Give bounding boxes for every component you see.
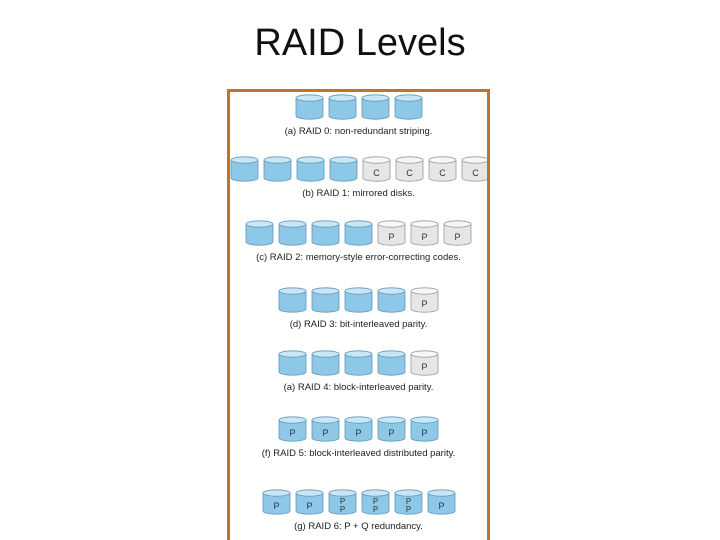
data-disk-icon bbox=[311, 220, 340, 246]
svg-text:P: P bbox=[388, 232, 394, 242]
svg-text:P: P bbox=[372, 497, 377, 506]
data-disk-icon: P bbox=[410, 416, 439, 442]
data-disk-icon: P bbox=[262, 489, 291, 515]
svg-text:C: C bbox=[439, 168, 446, 178]
raid-levels-figure: (a) RAID 0: non-redundant striping. C C bbox=[227, 89, 490, 540]
svg-text:P: P bbox=[322, 428, 328, 438]
data-disk-icon bbox=[311, 350, 340, 376]
check-disk-icon: C bbox=[461, 156, 487, 182]
svg-text:P: P bbox=[339, 497, 344, 506]
data-disk-icon: P bbox=[427, 489, 456, 515]
data-disk-icon bbox=[328, 94, 357, 120]
svg-text:P: P bbox=[421, 362, 427, 372]
svg-text:P: P bbox=[355, 428, 361, 438]
svg-text:P: P bbox=[339, 505, 344, 514]
data-disk-icon bbox=[278, 350, 307, 376]
data-disk-icon: P bbox=[377, 416, 406, 442]
data-disk-icon bbox=[295, 94, 324, 120]
data-disk-icon bbox=[344, 350, 373, 376]
svg-text:P: P bbox=[372, 505, 377, 514]
svg-text:C: C bbox=[472, 168, 479, 178]
svg-text:P: P bbox=[421, 299, 427, 309]
svg-text:P: P bbox=[405, 505, 410, 514]
svg-text:P: P bbox=[306, 501, 312, 511]
data-disk-icon bbox=[230, 156, 259, 182]
check-disk-icon: C bbox=[395, 156, 424, 182]
data-disk-icon bbox=[278, 287, 307, 313]
raid-caption: (f) RAID 5: block-interleaved distribute… bbox=[261, 448, 456, 459]
svg-text:C: C bbox=[406, 168, 413, 178]
disk-array: P bbox=[278, 350, 439, 380]
check-disk-icon: P bbox=[377, 220, 406, 246]
svg-text:P: P bbox=[388, 428, 394, 438]
disk-array bbox=[295, 94, 423, 124]
check-disk-icon: C bbox=[428, 156, 457, 182]
svg-text:C: C bbox=[373, 168, 380, 178]
data-disk-icon bbox=[311, 287, 340, 313]
data-disk-icon: P bbox=[344, 416, 373, 442]
check-disk-icon: P bbox=[410, 350, 439, 376]
check-disk-icon: P bbox=[410, 287, 439, 313]
disk-array: P P P P P bbox=[278, 416, 439, 446]
svg-text:P: P bbox=[289, 428, 295, 438]
data-disk-icon bbox=[296, 156, 325, 182]
check-disk-icon: C bbox=[362, 156, 391, 182]
svg-text:P: P bbox=[421, 232, 427, 242]
svg-text:P: P bbox=[438, 501, 444, 511]
raid-caption: (d) RAID 3: bit-interleaved parity. bbox=[289, 319, 428, 330]
data-disk-icon bbox=[377, 350, 406, 376]
svg-text:P: P bbox=[421, 428, 427, 438]
disk-array: P bbox=[278, 287, 439, 317]
data-disk-icon: P bbox=[311, 416, 340, 442]
data-disk-icon bbox=[344, 220, 373, 246]
raid-caption: (b) RAID 1: mirrored disks. bbox=[302, 188, 415, 199]
data-disk-icon bbox=[329, 156, 358, 182]
svg-text:P: P bbox=[405, 497, 410, 506]
data-disk-icon bbox=[263, 156, 292, 182]
data-disk-icon bbox=[278, 220, 307, 246]
raid-caption: (a) RAID 4: block-interleaved parity. bbox=[283, 382, 434, 393]
disk-array: P P P bbox=[245, 220, 472, 250]
data-disk-icon bbox=[361, 94, 390, 120]
data-disk-icon bbox=[377, 287, 406, 313]
check-disk-icon: P bbox=[443, 220, 472, 246]
data-disk-icon: P bbox=[278, 416, 307, 442]
data-disk-icon: P bbox=[295, 489, 324, 515]
raid-caption: (g) RAID 6: P + Q redundancy. bbox=[294, 521, 423, 532]
slide-title: RAID Levels bbox=[254, 22, 466, 64]
disk-array: C C C C bbox=[230, 156, 487, 186]
raid-caption: (c) RAID 2: memory-style error-correctin… bbox=[256, 252, 461, 263]
svg-text:P: P bbox=[273, 501, 279, 511]
data-disk-icon bbox=[394, 94, 423, 120]
check-disk-icon: P bbox=[410, 220, 439, 246]
raid-caption: (a) RAID 0: non-redundant striping. bbox=[284, 126, 433, 137]
data-disk-icon bbox=[344, 287, 373, 313]
svg-text:P: P bbox=[454, 232, 460, 242]
data-disk-icon bbox=[245, 220, 274, 246]
